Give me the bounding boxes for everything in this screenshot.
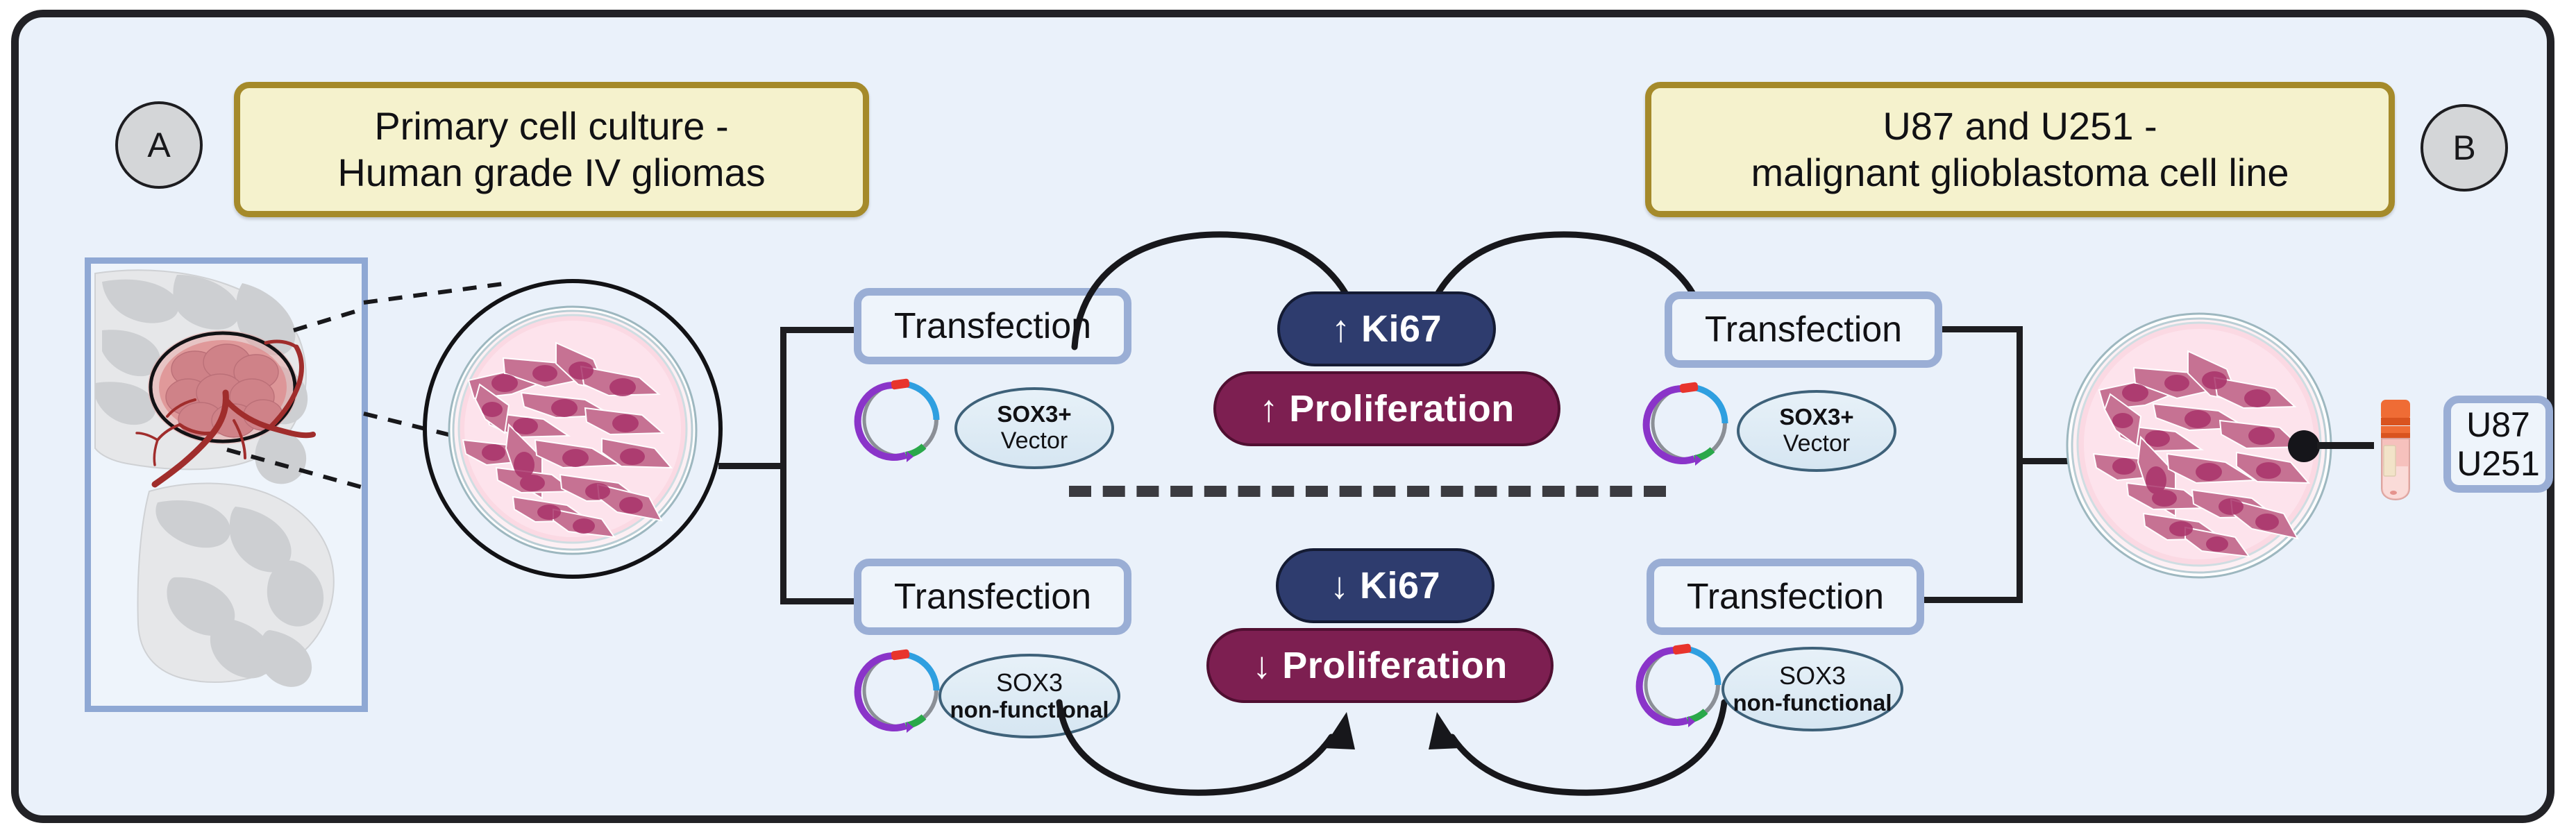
- left-lower-vector-line2: non-functional: [950, 696, 1109, 722]
- right-lower-vector-ellipse: SOX3 non-functional: [1721, 647, 1903, 731]
- left-upper-transfection-label: Transfection: [893, 305, 1092, 346]
- lower-ki67-pill: ↓ Ki67: [1276, 548, 1495, 623]
- right-upper-vector-line2: Vector: [1783, 430, 1851, 457]
- left-branch-upper: [780, 327, 864, 333]
- left-upper-vector-line1: SOX3+: [997, 401, 1072, 427]
- cryotube-icon: [2381, 400, 2410, 501]
- left-upper-transfection-box[interactable]: Transfection: [854, 288, 1131, 364]
- primary-culture-dish: [420, 276, 725, 582]
- right-upper-vector-ellipse: SOX3+ Vector: [1737, 390, 1896, 472]
- glioma-cells: [462, 341, 673, 539]
- panel-a-title-line2: Human grade IV gliomas: [337, 150, 766, 194]
- right-trunk-wire: [2017, 458, 2093, 464]
- left-bracket-vertical: [780, 327, 786, 604]
- left-trunk-wire: [718, 463, 786, 469]
- left-lower-vector-line1: SOX3: [995, 668, 1063, 697]
- cellline-culture-dish: [2060, 305, 2338, 583]
- panel-letter-b-text: B: [2452, 128, 2476, 167]
- upper-ki67-label: ↑ Ki67: [1331, 308, 1442, 350]
- arc-arrow-lower-left: [1056, 699, 1355, 796]
- plasmid-icon: [854, 649, 940, 733]
- panel-b-title-line1: U87 and U251 -: [1883, 104, 2157, 149]
- panel-a-title-line1: Primary cell culture -: [374, 104, 729, 149]
- right-lower-transfection-box[interactable]: Transfection: [1647, 559, 1924, 635]
- right-lower-vector-line2: non-functional: [1733, 689, 1892, 715]
- left-upper-vector-line2: Vector: [1000, 427, 1068, 455]
- right-lower-transfection-label: Transfection: [1686, 576, 1885, 617]
- lower-proliferation-label: ↓ Proliferation: [1252, 645, 1508, 686]
- panel-b-title-line2: malignant glioblastoma cell line: [1751, 150, 2289, 194]
- dish-junction-dot: [2288, 430, 2320, 462]
- right-branch-upper: [1942, 326, 2023, 332]
- upper-proliferation-label: ↑ Proliferation: [1259, 388, 1515, 430]
- brain-illustration: [94, 269, 362, 687]
- plasmid-icon: [854, 378, 940, 462]
- group-divider: [1069, 486, 1666, 497]
- cell-line-label-line2: U251: [2457, 444, 2540, 483]
- plasmid-icon: [1642, 382, 1728, 466]
- right-upper-transfection-label: Transfection: [1704, 309, 1903, 350]
- panel-letter-b: B: [2421, 104, 2508, 192]
- panel-a-title-banner: Primary cell culture - Human grade IV gl…: [234, 82, 869, 217]
- lower-ki67-label: ↓ Ki67: [1329, 565, 1441, 607]
- left-upper-vector-ellipse: SOX3+ Vector: [954, 387, 1114, 469]
- right-upper-vector-line1: SOX3+: [1779, 404, 1854, 430]
- right-bracket-vertical: [2017, 326, 2023, 603]
- upper-proliferation-pill: ↑ Proliferation: [1213, 371, 1560, 446]
- upper-ki67-pill: ↑ Ki67: [1277, 291, 1496, 366]
- plasmid-icon: [1635, 643, 1721, 727]
- right-upper-transfection-box[interactable]: Transfection: [1665, 291, 1942, 368]
- left-lower-transfection-box[interactable]: Transfection: [854, 559, 1131, 635]
- cell-line-label-box[interactable]: U87 U251: [2443, 396, 2553, 493]
- right-lower-vector-line1: SOX3: [1778, 661, 1846, 690]
- panel-b-title-banner: U87 and U251 - malignant glioblastoma ce…: [1645, 82, 2395, 217]
- lower-proliferation-pill: ↓ Proliferation: [1206, 628, 1554, 703]
- panel-letter-a-text: A: [147, 126, 171, 164]
- left-lower-vector-ellipse: SOX3 non-functional: [938, 654, 1120, 738]
- right-branch-lower: [1924, 597, 2023, 603]
- arc-arrow-lower-right: [1429, 699, 1728, 796]
- dish-to-tube-wire: [2317, 442, 2374, 449]
- brain-section-panel: [85, 257, 368, 712]
- glioma-cells: [2092, 350, 2311, 558]
- cell-line-label-line1: U87: [2466, 405, 2530, 444]
- left-lower-transfection-label: Transfection: [893, 576, 1092, 617]
- left-branch-lower: [780, 598, 864, 604]
- panel-letter-a: A: [115, 101, 203, 189]
